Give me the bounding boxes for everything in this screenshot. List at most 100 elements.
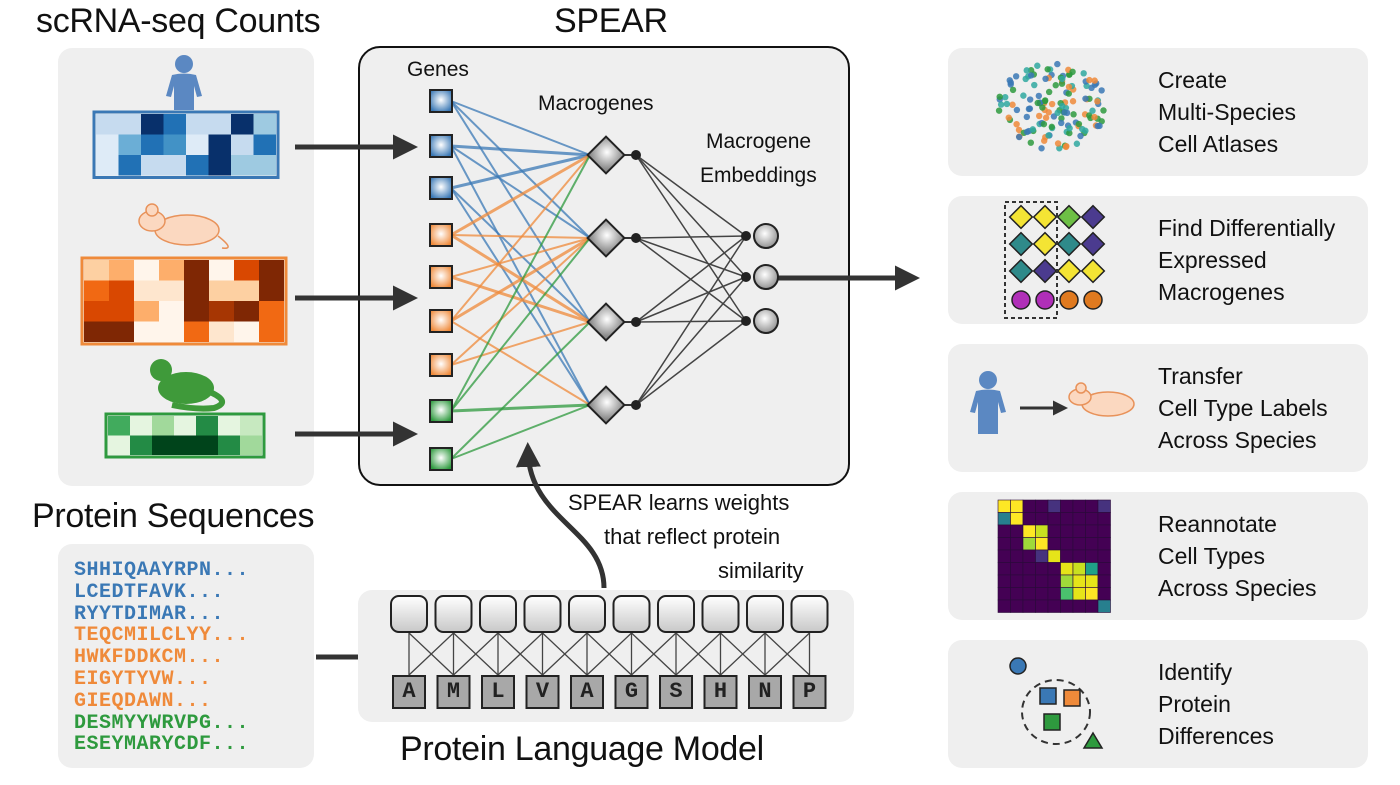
gene-macrogene-edge — [450, 321, 591, 366]
confusion-cell — [1010, 512, 1024, 526]
gene-macrogene-edge — [450, 100, 591, 239]
confusion-cell — [1072, 562, 1086, 576]
protein-triangle — [1082, 731, 1104, 749]
confusion-cell — [1060, 562, 1074, 576]
umap-point — [995, 107, 1003, 114]
plm-hidden-unit — [701, 595, 740, 633]
output-line: Cell Atlases — [1158, 131, 1279, 157]
plm-connection — [586, 632, 632, 676]
lemur-heatmap-cell — [218, 416, 240, 436]
confusion-cell — [1097, 524, 1111, 538]
umap-point — [1054, 60, 1061, 68]
gene-node — [429, 89, 453, 113]
human-heatmap-cell — [141, 134, 164, 155]
output-line: Reannotate — [1158, 511, 1277, 537]
umap-point — [1082, 95, 1089, 102]
confusion-cell — [1047, 574, 1061, 588]
confusion-cell — [1060, 587, 1074, 601]
gene-macrogene-edge — [450, 321, 591, 460]
plm-connection — [497, 632, 543, 676]
umap-point — [1096, 122, 1103, 130]
plm-token-box — [525, 675, 560, 709]
annotation-line3: similarity — [718, 558, 804, 583]
human-heatmap-cell — [253, 134, 276, 155]
umap-point — [1100, 107, 1107, 114]
embedding-node — [753, 308, 779, 334]
human-heatmap-cell — [253, 155, 276, 176]
gene-macrogene-edge — [450, 320, 591, 406]
plm-hidden-unit — [612, 595, 651, 633]
embeddings-label-line1: Macrogene — [706, 130, 812, 153]
confusion-cell — [1035, 524, 1049, 538]
mouse-heatmap-cell — [184, 321, 209, 342]
human-icon — [166, 55, 202, 110]
gene-macrogene-edge — [450, 145, 591, 239]
output-text: Create Multi-Species Cell Atlases — [1158, 48, 1296, 176]
umap-point — [1098, 87, 1105, 94]
confusion-cell — [1047, 587, 1061, 601]
mouse-heatmap-cell — [209, 280, 234, 301]
human-icon — [970, 371, 1006, 434]
plm-hidden-unit — [657, 595, 695, 633]
de-macrogene-diamond — [1032, 258, 1058, 284]
mouse-heatmap-cell — [84, 280, 109, 301]
confusion-cell — [1010, 574, 1024, 588]
plm-token-box — [659, 675, 693, 709]
umap-point — [1015, 126, 1023, 134]
spear-title: SPEAR — [554, 2, 668, 40]
human-heatmap-cell — [96, 155, 119, 176]
confusion-cell — [1097, 599, 1111, 613]
confusion-cell — [997, 574, 1011, 588]
macrogene-node — [586, 135, 626, 175]
macrogene-dot — [631, 233, 641, 243]
gene-macrogene-edge — [450, 275, 591, 324]
arrow-plm-to-genes — [515, 442, 607, 589]
output-line: Across Species — [1158, 575, 1317, 601]
token-letter: G — [624, 679, 639, 704]
confusion-cell — [1060, 537, 1074, 551]
umap-point — [1025, 105, 1033, 113]
confusion-cell — [1047, 524, 1061, 538]
umap-point — [1075, 120, 1083, 128]
human-heatmap-cell — [163, 155, 186, 176]
human-heatmap-cell — [253, 114, 276, 135]
output-card-transfer: Transfer Cell Type Labels Across Species — [948, 344, 1368, 472]
output-line: Transfer — [1158, 363, 1243, 389]
human-body — [970, 389, 1006, 434]
gene-macrogene-edge — [450, 236, 591, 323]
plm-connection — [453, 632, 499, 676]
mouse-ear — [1075, 382, 1087, 394]
umap-point — [1052, 82, 1059, 89]
human-heatmap-cell — [96, 134, 119, 155]
human-heatmap-cell — [231, 114, 254, 135]
confusion-cell — [1022, 512, 1036, 526]
confusion-cell — [1035, 599, 1049, 613]
gene-node — [429, 447, 453, 471]
umap-point — [1061, 109, 1068, 116]
token-letter: V — [535, 679, 550, 704]
umap-point — [1062, 143, 1070, 151]
mouse-heatmap-cell — [259, 260, 284, 281]
macrogene-node — [586, 385, 626, 425]
umap-point — [1054, 140, 1062, 147]
sequence-line: GIEQDAWN... — [74, 689, 212, 713]
confusion-cell — [1035, 562, 1049, 576]
mouse-heatmap-cell — [234, 260, 259, 281]
lemur-heatmap-cell — [108, 416, 130, 436]
mouse-heatmap-cell — [159, 280, 184, 301]
confusion-cell — [1010, 587, 1024, 601]
umap-point — [997, 101, 1005, 108]
umap-point — [1007, 81, 1014, 88]
umap-point — [1058, 115, 1065, 122]
output-line: Multi-Species — [1158, 99, 1297, 125]
umap-point — [1023, 128, 1031, 136]
plm-token-box — [748, 675, 782, 709]
confusion-cell — [1010, 599, 1024, 613]
output-text: Transfer Cell Type Labels Across Species — [1158, 344, 1328, 472]
output-line: Protein — [1158, 691, 1231, 717]
umap-point — [1002, 93, 1009, 101]
confusion-cell — [997, 562, 1011, 576]
mouse-heatmap-cell — [134, 280, 159, 301]
mouse-heatmap-cell — [84, 301, 109, 322]
confusion-cell — [1047, 499, 1061, 513]
